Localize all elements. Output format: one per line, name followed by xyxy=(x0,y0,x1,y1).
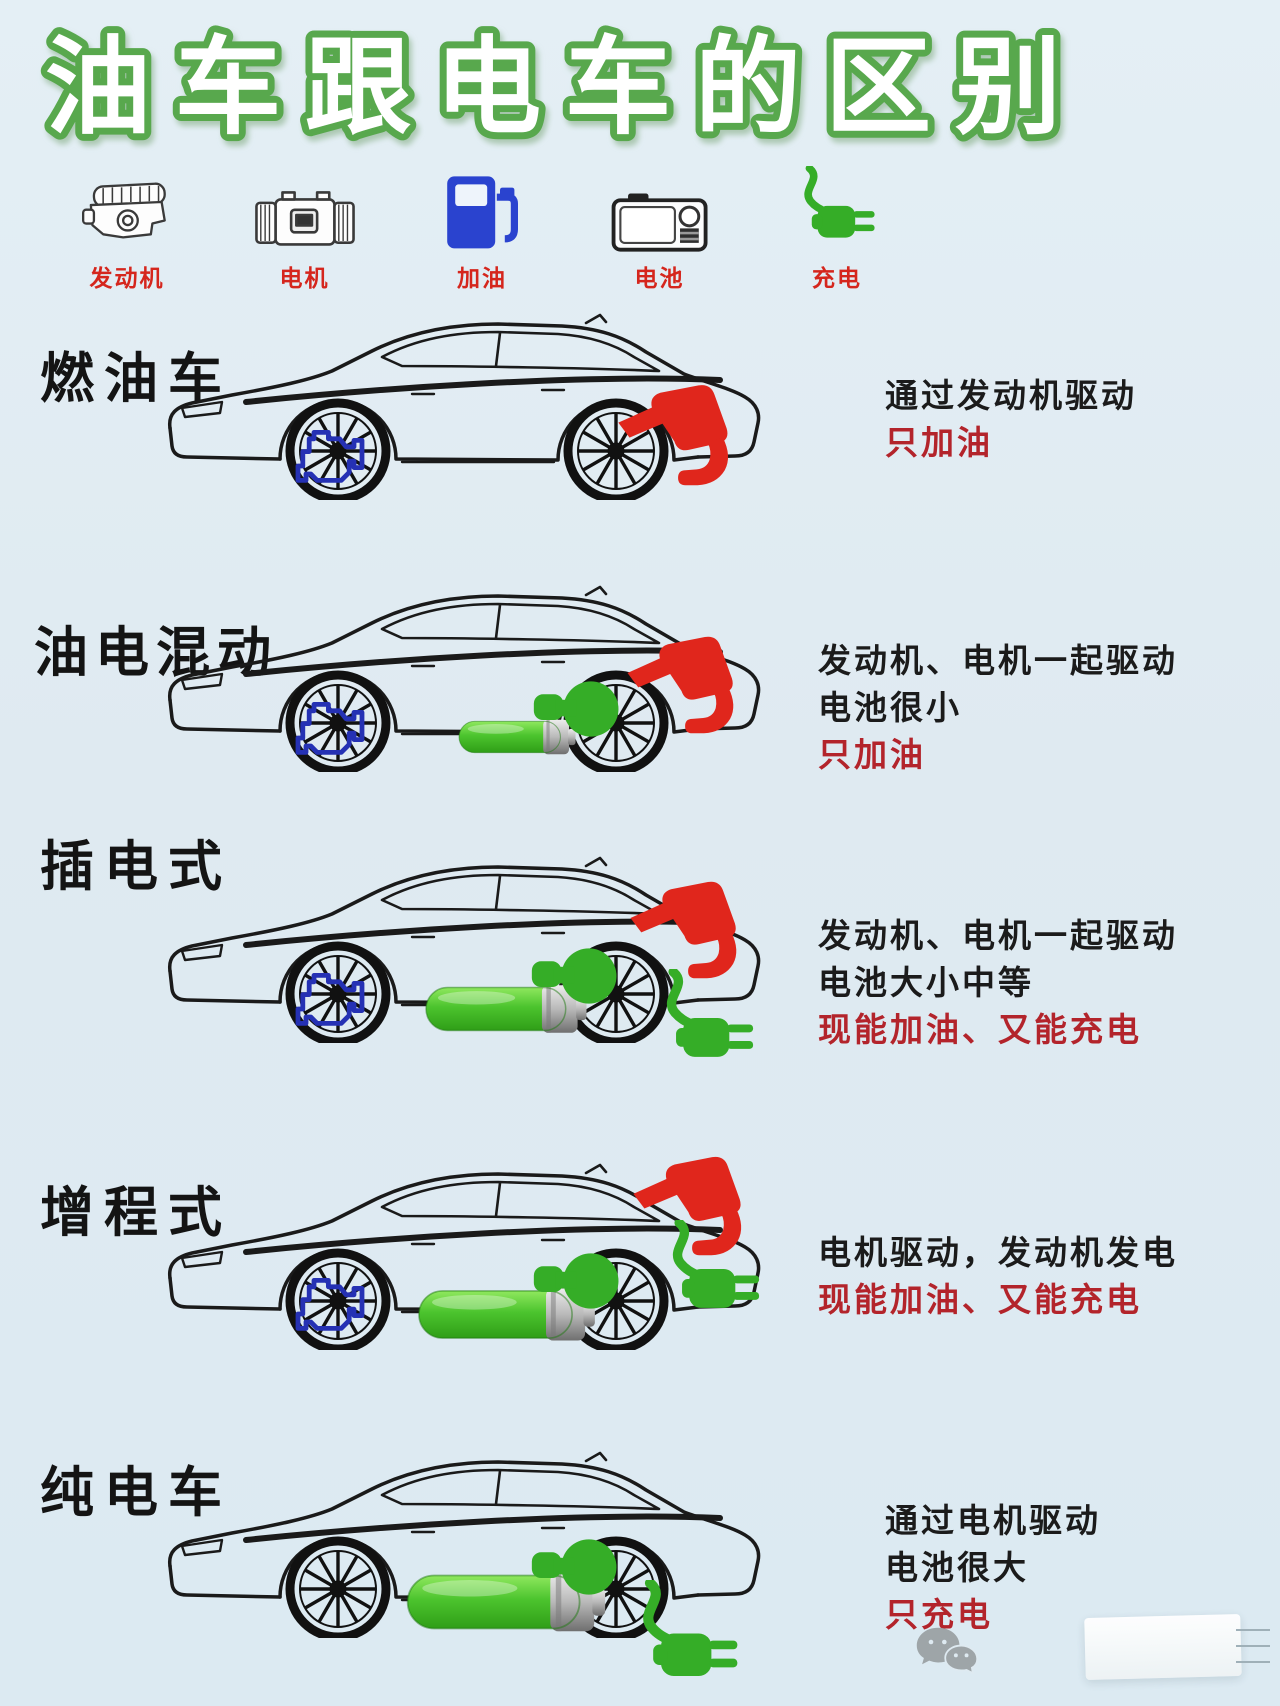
desc-line: 现能加油、又能充电 xyxy=(818,1280,1142,1319)
legend-item-refuel: 加油 xyxy=(407,166,557,293)
car-diagram-range-extender xyxy=(162,1156,822,1440)
page-title: 油车跟电车的区别 xyxy=(38,19,1085,156)
legend-label-refuel: 加油 xyxy=(457,266,507,292)
charging-plug-icon xyxy=(672,972,754,1057)
motor-icon xyxy=(253,166,357,254)
row-desc-plugin: 发动机、电机一起驱动 电池大小中等 现能加油、又能充电 xyxy=(818,912,1238,1053)
legend-label-engine: 发动机 xyxy=(89,266,165,292)
legend-item-motor: 电机 xyxy=(230,166,380,293)
battery-small-icon xyxy=(458,719,577,755)
car-diagram-pure-ev xyxy=(162,1428,822,1706)
row-desc-range-extender: 电机驱动，发动机发电 现能加油、又能充电 xyxy=(818,1229,1238,1323)
desc-line: 电池很小 xyxy=(818,688,962,727)
legend-label-charge: 充电 xyxy=(812,266,862,292)
legend-label-battery: 电池 xyxy=(634,266,685,292)
legend-label-motor: 电机 xyxy=(279,266,330,292)
fuel-pump-icon xyxy=(444,166,520,254)
desc-line: 电池很大 xyxy=(885,1548,1029,1587)
charging-plug-icon xyxy=(793,166,881,254)
battery-medium-icon xyxy=(425,984,588,1034)
fuel-nozzle-icon xyxy=(618,385,729,486)
desc-line: 通过电机驱动 xyxy=(885,1501,1101,1540)
car-diagram-plugin xyxy=(162,833,822,1133)
row-desc-hybrid: 发动机、电机一起驱动 电池很小 只加油 xyxy=(818,637,1238,778)
row-desc-pure-ev: 通过电机驱动 电池很大 只充电 xyxy=(885,1497,1280,1638)
car-diagram-fuel xyxy=(162,290,822,590)
row-desc-fuel-car: 通过发动机驱动 只加油 xyxy=(885,372,1280,466)
legend-item-charge: 充电 xyxy=(762,166,912,293)
engine-icon xyxy=(77,166,177,254)
row-label-plugin: 插电式 xyxy=(40,835,232,898)
row-label-fuel-car: 燃油车 xyxy=(40,347,232,410)
desc-line: 只加油 xyxy=(818,735,926,774)
watermark-lines xyxy=(1236,1629,1270,1663)
desc-line: 只充电 xyxy=(885,1595,993,1634)
desc-line: 发动机、电机一起驱动 xyxy=(818,641,1178,680)
row-label-pure-ev: 纯电车 xyxy=(40,1461,232,1524)
battery-icon xyxy=(611,166,709,254)
legend-item-battery: 电池 xyxy=(585,166,735,293)
desc-line: 发动机、电机一起驱动 xyxy=(818,916,1178,955)
legend-item-engine: 发动机 xyxy=(52,166,202,293)
white-box-watermark xyxy=(1084,1613,1242,1681)
desc-line: 电池大小中等 xyxy=(818,963,1034,1002)
car-diagram-hybrid xyxy=(162,562,822,862)
desc-line: 只加油 xyxy=(885,423,993,462)
row-label-range-extender: 增程式 xyxy=(40,1181,232,1244)
legend: 发动机 电机 加油 电池 充电 xyxy=(52,166,912,293)
row-label-hybrid: 油电混动 xyxy=(34,621,278,684)
title-text: 油车跟电车的区别 xyxy=(45,26,1085,149)
desc-line: 通过发动机驱动 xyxy=(885,376,1137,415)
wechat-icon xyxy=(915,1626,979,1674)
desc-line: 电机驱动，发动机发电 xyxy=(818,1233,1178,1272)
desc-line: 现能加油、又能充电 xyxy=(818,1010,1142,1049)
